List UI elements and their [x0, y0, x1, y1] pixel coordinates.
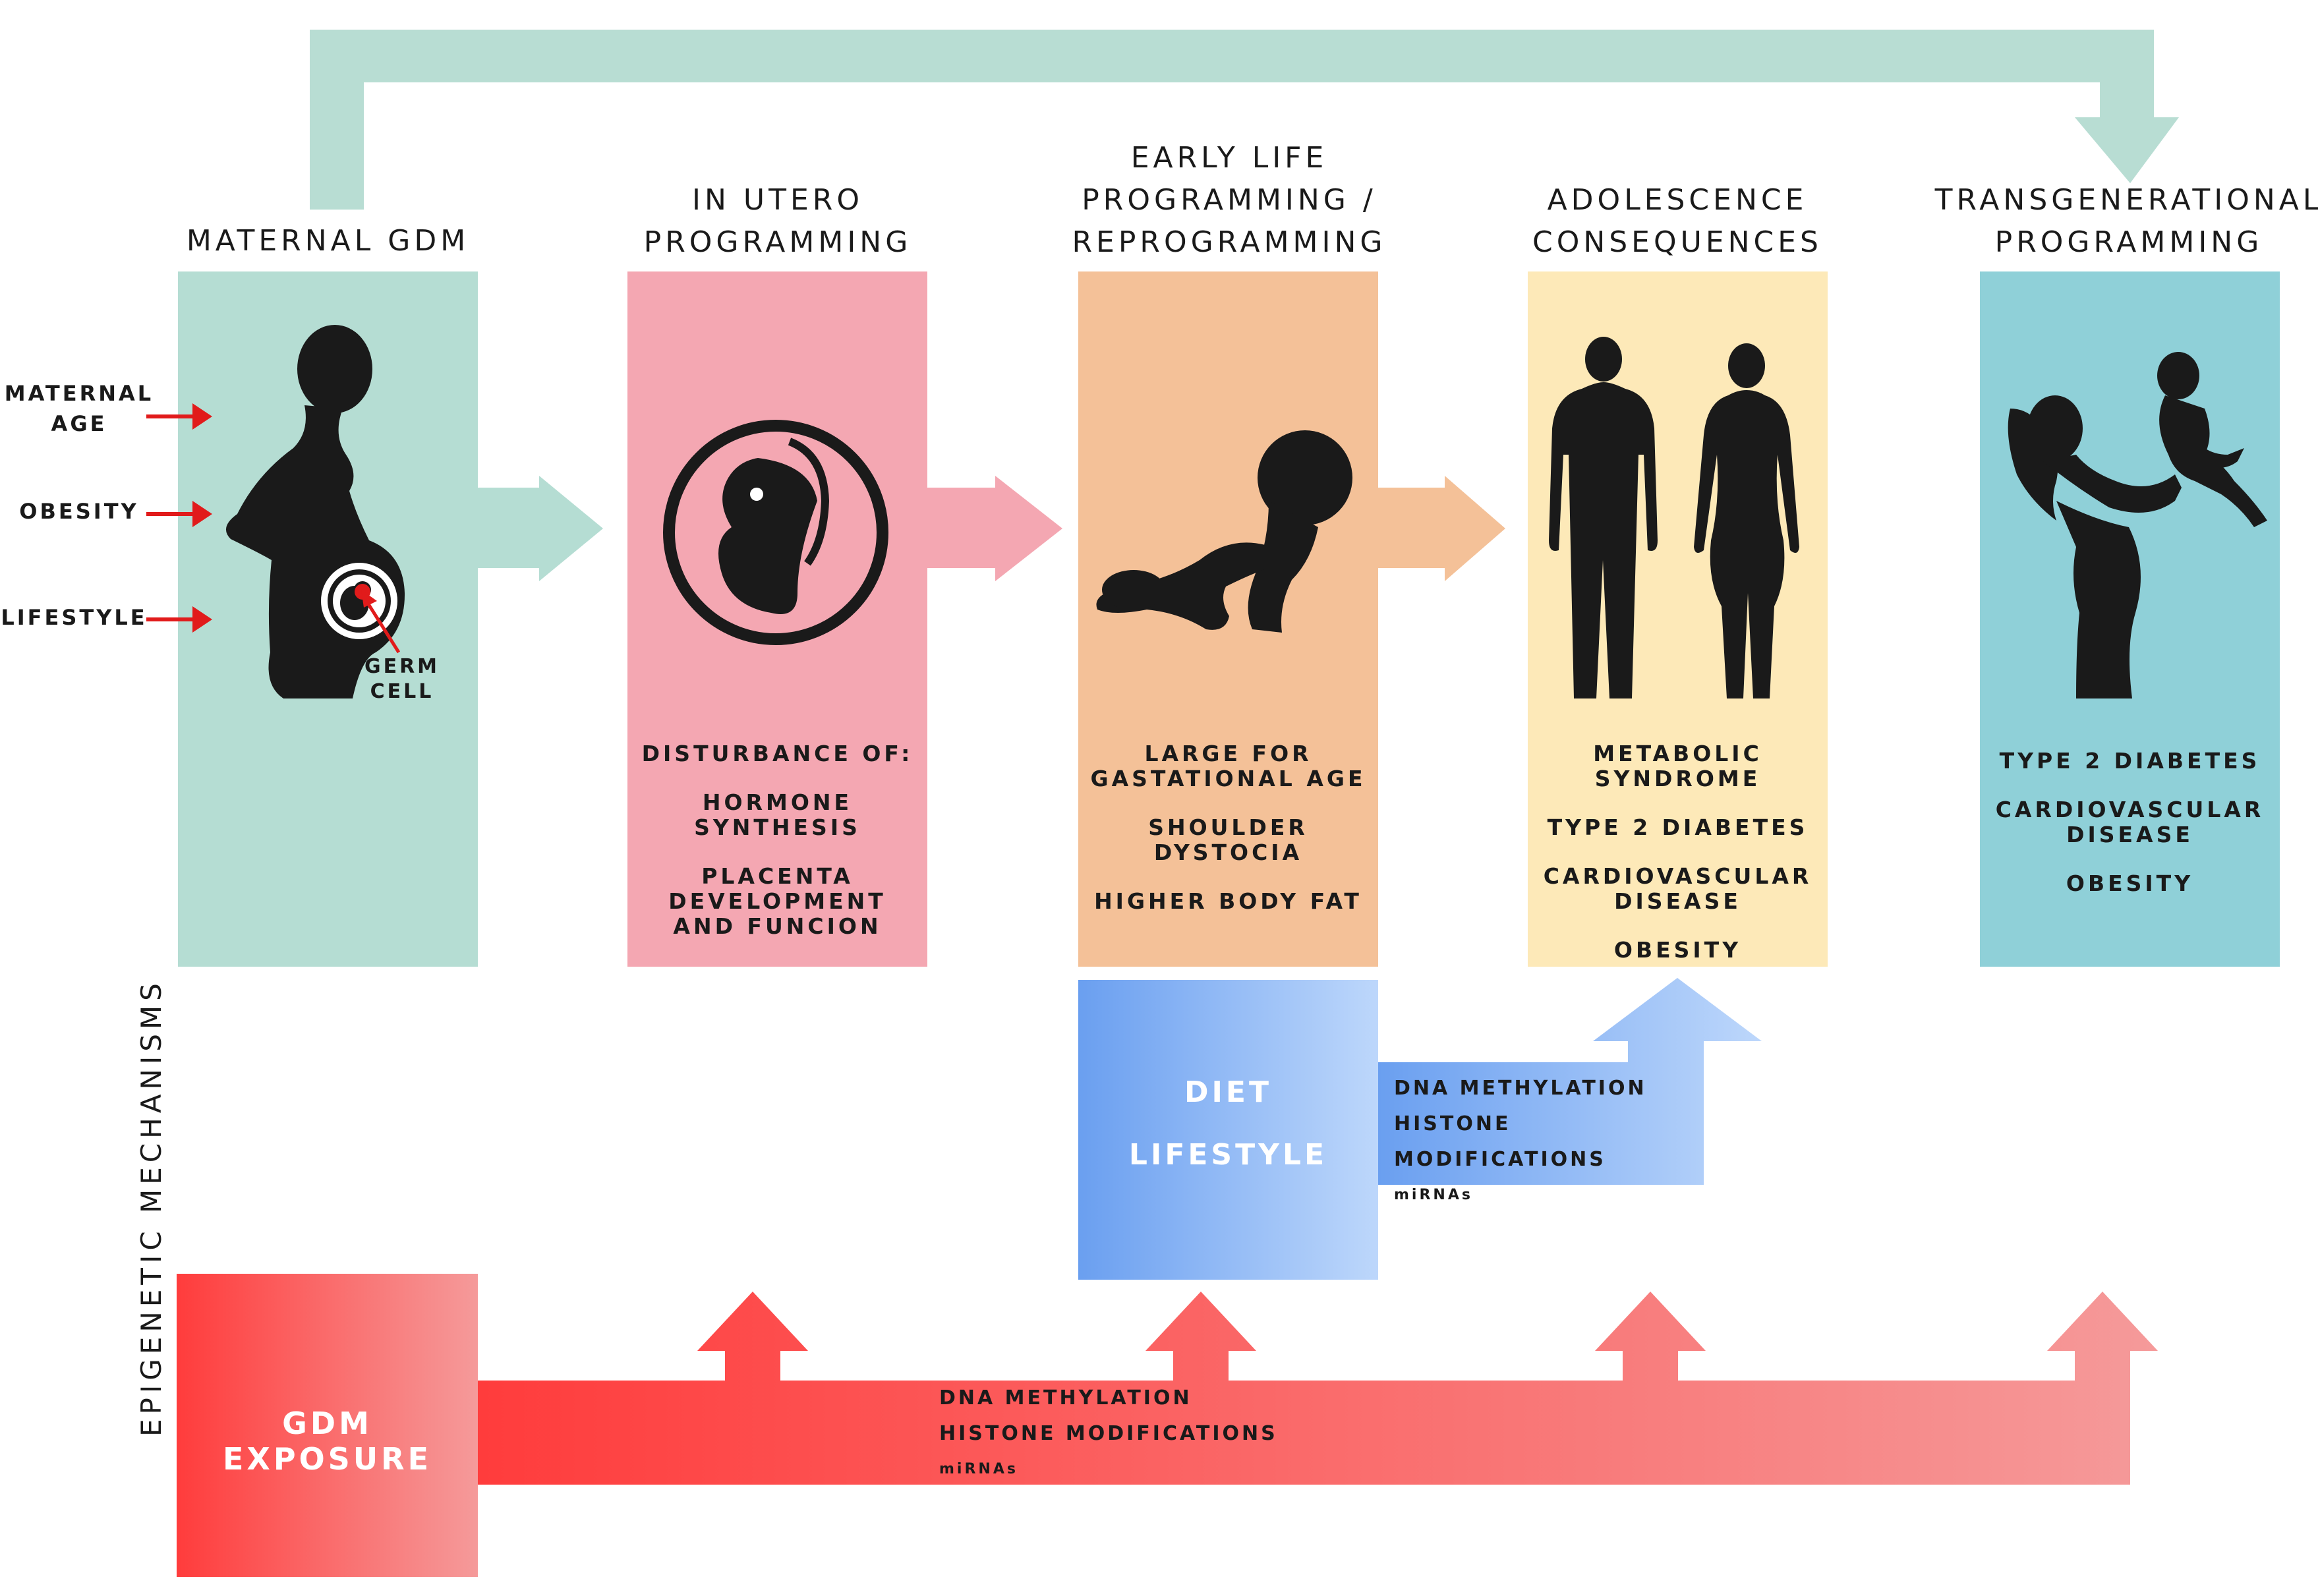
adolescent-woman-icon [1694, 343, 1799, 698]
diet-mechanisms-list: DNA METHYLATION HISTONE MODIFICATIONS mi… [1394, 1071, 1710, 1213]
adolescent-man-icon [1549, 337, 1658, 698]
gdm-mechanisms-list: DNA METHYLATION HISTONE MODIFICATIONS mi… [939, 1381, 1282, 1487]
in-utero-box [627, 271, 927, 967]
adolescence-item-2: TYPE 2 DIABETES [1547, 814, 1809, 840]
germ-cell-label: GERM CELL [364, 655, 440, 703]
in-utero-item-3: PLACENTA DEVELOPMENT AND FUNCION [668, 863, 886, 939]
in-utero-text: DISTURBANCE OF: HORMONE SYNTHESIS PLACENTA… [627, 716, 927, 939]
flow-arrow-1 [478, 476, 603, 581]
mother-and-child-icon [2008, 352, 2267, 698]
crawling-baby-icon [1096, 430, 1352, 633]
gdm-exposure-arrow [478, 1292, 2158, 1485]
flow-arrow-2 [927, 476, 1062, 581]
risk-factor-lifestyle: LIFESTYLE [1, 605, 148, 630]
diet-mechanism-arrow [1378, 978, 1762, 1185]
early-life-text: LARGE FOR GASTATIONAL AGE SHOULDER DYSTOC… [1078, 716, 1378, 914]
adolescence-item-3: CARDIOVASCULAR DISEASE [1543, 863, 1812, 914]
transgenerational-item-2: CARDIOVASCULAR DISEASE [1995, 797, 2265, 847]
diet-mech-mirnas: miRNAs [1394, 1187, 1473, 1203]
transgenerational-item-3: OBESITY [2066, 870, 2194, 896]
diet-mech-dna: DNA METHYLATION [1394, 1077, 1647, 1100]
title-early-life: EARLY LIFE PROGRAMMING / REPROGRAMMING [1072, 141, 1387, 259]
fetus-icon [663, 420, 888, 645]
early-life-item-3: HIGHER BODY FAT [1094, 888, 1362, 914]
lifestyle-label: LIFESTYLE [1128, 1138, 1328, 1172]
risk-factor-arrows [146, 403, 212, 633]
adolescence-text: METABOLIC SYNDROME TYPE 2 DIABETES CARDIOV… [1528, 716, 1828, 963]
title-adolescence: ADOLESCENCE CONSEQUENCES [1532, 183, 1822, 259]
transgenerational-item-1: TYPE 2 DIABETES [1999, 748, 2261, 774]
gdm-mech-dna: DNA METHYLATION [939, 1386, 1192, 1410]
transgenerational-text: TYPE 2 DIABETES CARDIOVASCULAR DISEASE OBE… [1980, 724, 2280, 896]
title-in-utero: IN UTERO PROGRAMMING [643, 183, 912, 259]
diet-lifestyle-box [1078, 980, 1378, 1280]
germ-cell-pointer [361, 590, 401, 654]
diet-mech-histone: HISTONE MODIFICATIONS [1394, 1112, 1606, 1171]
flow-arrow-3 [1378, 476, 1505, 581]
in-utero-item-2: HORMONE SYNTHESIS [694, 789, 861, 840]
transgenerational-loop-arrow [310, 30, 2179, 210]
title-maternal-gdm: MATERNAL GDM [186, 224, 470, 258]
adolescence-item-1: METABOLIC SYNDROME [1593, 741, 1762, 791]
adolescence-item-4: OBESITY [1613, 937, 1742, 963]
diet-label: DIET [1184, 1075, 1272, 1109]
in-utero-item-1: DISTURBANCE OF: [641, 741, 913, 766]
gdm-mech-mirnas: miRNAs [939, 1461, 1018, 1477]
early-life-item-1: LARGE FOR GASTATIONAL AGE [1090, 741, 1366, 791]
risk-factor-obesity: OBESITY [19, 499, 139, 524]
title-transgenerational: TRANSGENERATIONAL PROGRAMMING [1934, 183, 2318, 259]
fetus-in-womb-icon [321, 563, 397, 639]
gdm-exposure-box [177, 1274, 478, 1577]
early-life-item-2: SHOULDER DYSTOCIA [1148, 814, 1308, 865]
gdm-exposure-label: GDM EXPOSURE [222, 1406, 432, 1477]
epigenetic-mechanisms-label: EPIGENETIC MECHANISMS [135, 979, 167, 1437]
gdm-mech-histone: HISTONE MODIFICATIONS [939, 1422, 1278, 1445]
risk-factor-maternal-age: MATERNAL AGE [4, 381, 154, 436]
